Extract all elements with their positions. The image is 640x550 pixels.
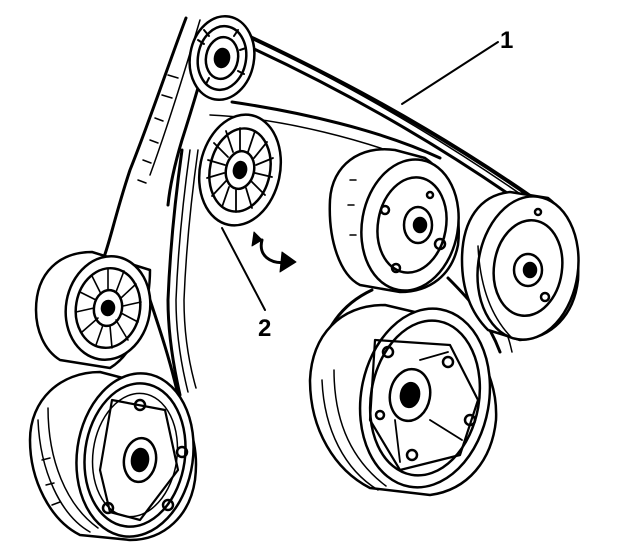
tensioner-pulley bbox=[197, 113, 283, 227]
idler-pulley-top bbox=[188, 15, 256, 101]
leader-line-2 bbox=[221, 227, 266, 311]
idler-pulley-left bbox=[34, 250, 152, 370]
callout-2: 2 bbox=[258, 315, 271, 342]
crankshaft-pulley bbox=[28, 370, 198, 542]
alternator-pulley bbox=[308, 303, 498, 497]
power-steering-pulley bbox=[460, 190, 580, 342]
leader-line-1 bbox=[401, 41, 499, 105]
ac-compressor-pulley bbox=[328, 148, 460, 294]
tensioner-rotation-arrow bbox=[251, 231, 297, 273]
callout-1: 1 bbox=[500, 27, 513, 54]
